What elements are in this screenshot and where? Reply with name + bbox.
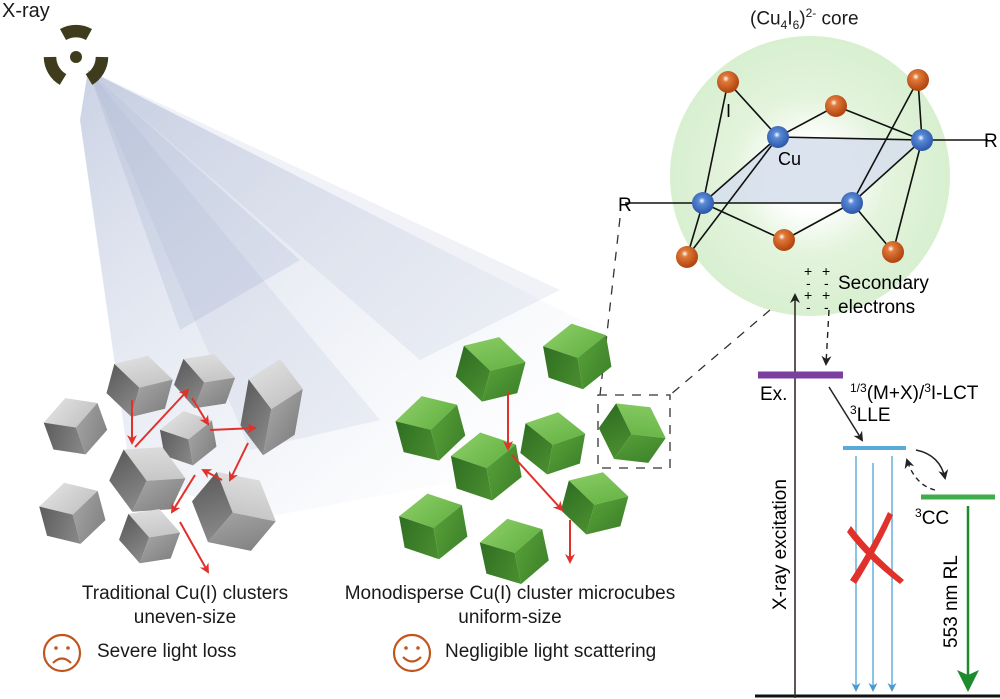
label-ligand-right: R — [984, 131, 998, 152]
isc-back-arrow — [904, 458, 936, 491]
copper-atom — [841, 192, 863, 214]
copper-atom — [767, 126, 789, 148]
green-cube — [543, 323, 612, 390]
svg-text:+: + — [822, 287, 830, 303]
lle-label: 3LLE — [850, 403, 891, 426]
iodine-atom — [882, 241, 904, 263]
label-copper: Cu — [778, 149, 801, 169]
transfer-arrow — [828, 386, 864, 442]
secondary-electrons-line1: Secondary — [838, 273, 929, 294]
scatter-arrow — [229, 442, 249, 482]
iodine-atom — [717, 71, 739, 93]
green-cube — [560, 472, 629, 535]
monodisperse-title: Monodisperse Cu(I) cluster microcubes — [344, 583, 676, 604]
gray-cube — [39, 482, 106, 544]
gray-cube — [192, 471, 276, 551]
traditional-subtitle: uneven-size — [133, 607, 237, 628]
iodine-atom — [907, 69, 929, 91]
copper-atoms — [692, 126, 933, 214]
blocked-cross-icon — [847, 512, 904, 584]
xray-beam — [80, 70, 600, 520]
copper-atom — [911, 129, 933, 151]
monodisperse-caption: Monodisperse Cu(I) cluster microcubes un… — [340, 582, 680, 630]
scatter-arrow — [134, 388, 190, 448]
gray-cube — [240, 358, 303, 456]
monodisperse-subtitle: uniform-size — [458, 607, 562, 628]
svg-text:+: + — [804, 287, 812, 303]
svg-text:-: - — [824, 275, 829, 291]
relaxation-arrow — [821, 309, 832, 366]
svg-text:+: + — [822, 263, 830, 279]
core-title: (Cu4I6)2- core — [750, 6, 859, 33]
green-cube — [399, 493, 468, 560]
iodine-atom — [676, 246, 698, 268]
copper-atom — [692, 192, 714, 214]
traditional-title: Traditional Cu(I) clusters — [81, 583, 289, 604]
cu-plane — [703, 137, 922, 203]
secondary-electrons-line2: electrons — [838, 297, 915, 318]
iodine-atoms — [676, 69, 929, 268]
cc-label: 3CC — [915, 506, 949, 529]
svg-text:+: + — [804, 263, 812, 279]
energy-diagram — [755, 293, 1000, 698]
zoom-guides — [597, 217, 771, 469]
scatter-arrow — [209, 423, 257, 434]
green-cube — [520, 412, 586, 475]
svg-text:-: - — [806, 275, 811, 291]
gray-cube — [174, 354, 236, 409]
green-cube — [598, 403, 666, 463]
label-iodine: I — [726, 101, 731, 121]
scatter-arrow — [191, 397, 210, 426]
green-cube — [479, 518, 549, 585]
gray-cube — [106, 355, 173, 417]
scatter-arrows-monodisperse — [503, 392, 575, 564]
green-cube — [455, 337, 526, 402]
transmit-arrow — [511, 454, 564, 512]
gray-cube-cluster — [39, 354, 303, 564]
label-ligand-left: R — [618, 195, 632, 216]
axis-label: X-ray excitation — [770, 479, 791, 610]
gray-cube — [119, 509, 181, 564]
scatter-arrows-traditional — [127, 388, 257, 574]
scatter-arrow — [170, 474, 196, 514]
green-cube — [450, 432, 522, 501]
monodisperse-verdict: Negligible light scattering — [445, 641, 657, 662]
lct-label: 1/3(M+X)/3I-LCT — [850, 381, 979, 404]
charge-markers: + + - - + + - - — [804, 263, 830, 315]
green-cube-cluster — [395, 323, 666, 585]
iodine-atom — [825, 95, 847, 117]
traditional-caption: Traditional Cu(I) clusters uneven-size — [40, 582, 330, 630]
isc-forward-arrow — [915, 449, 949, 480]
radiation-icon — [43, 24, 109, 85]
iodine-atom — [773, 229, 795, 251]
svg-text:-: - — [824, 299, 829, 315]
gray-cube — [43, 398, 108, 455]
green-cube — [395, 396, 466, 461]
traditional-verdict: Severe light loss — [97, 641, 237, 662]
sad-face-icon — [42, 633, 82, 673]
emission-label: 553 nm RL — [941, 555, 962, 648]
scatter-arrow — [201, 469, 223, 481]
xray-label: X-ray — [2, 0, 50, 22]
selection-box — [597, 394, 671, 469]
svg-text:-: - — [806, 299, 811, 315]
happy-face-icon — [392, 633, 432, 673]
excited-label: Ex. — [760, 384, 787, 405]
scatter-arrow — [179, 521, 209, 574]
